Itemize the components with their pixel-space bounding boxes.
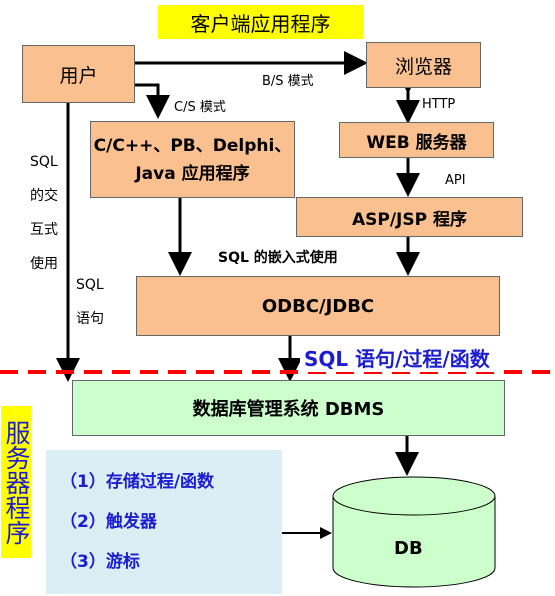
http-label: HTTP: [422, 97, 456, 112]
cs-mode-label: C/S 模式: [174, 100, 226, 115]
client-app-line2: Java 应用程序: [135, 163, 250, 184]
sql-divider-label: SQL 语句/过程/函数: [300, 343, 494, 372]
web-server-box: WEB 服务器: [339, 122, 494, 158]
sql-interactive-line: 使用: [30, 256, 58, 272]
user-box-label: 用户: [59, 64, 98, 87]
odbc-jdbc-label: ODBC/JDBC: [261, 295, 375, 317]
sql-interactive-line: 的交: [30, 188, 58, 204]
client-app-box: C/C++、PB、Delphi、 Java 应用程序: [90, 121, 295, 198]
client-title: 客户端应用程序: [158, 5, 363, 39]
api-label: API: [445, 173, 466, 188]
web-server-label: WEB 服务器: [366, 132, 467, 153]
odbc-jdbc-box: ODBC/JDBC: [136, 276, 500, 336]
db-cylinder: [332, 476, 496, 588]
browser-box-label: 浏览器: [394, 55, 452, 78]
client-app-line1: C/C++、PB、Delphi、: [93, 135, 292, 156]
sql-interactive-label: SQL 的交 互式 使用: [30, 145, 58, 281]
db-label: DB: [394, 538, 423, 559]
sql-interactive-line: SQL: [30, 154, 58, 170]
dbms-label: 数据库管理系统 DBMS: [192, 399, 385, 420]
arrow-user-to-app: [135, 83, 170, 119]
dbms-box: 数据库管理系统 DBMS: [72, 380, 505, 436]
bs-mode-label: B/S 模式: [262, 74, 314, 89]
sql-statement-line: 语句: [76, 311, 104, 327]
sql-statement-line: SQL: [76, 277, 104, 293]
sql-embedded-label: SQL 的嵌入式使用: [218, 250, 338, 266]
asp-jsp-box: ASP/JSP 程序: [296, 197, 523, 237]
user-box: 用户: [22, 45, 135, 103]
asp-jsp-label: ASP/JSP 程序: [351, 209, 467, 230]
sql-statement-label: SQL 语句: [76, 268, 104, 336]
feature-trigger: （2）触发器: [60, 512, 157, 532]
browser-box: 浏览器: [366, 42, 481, 88]
server-features-panel: [46, 450, 282, 594]
feature-cursor: （3）游标: [60, 552, 140, 572]
sql-interactive-line: 互式: [30, 222, 58, 238]
feature-stored-procedure: （1）存储过程/函数: [60, 472, 215, 492]
server-program-label: 服务器程序: [1, 406, 31, 558]
